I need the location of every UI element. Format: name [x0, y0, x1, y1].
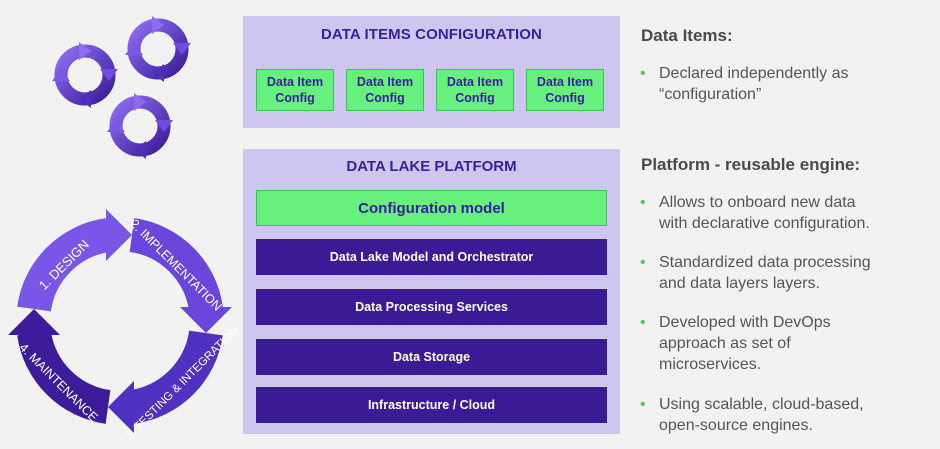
- bullet-line: open-source engines.: [659, 417, 813, 434]
- lifecycle-cycle-diagram: 1. DESIGN 2. IMPLEMENTATION 3. TESTING &…: [8, 209, 240, 442]
- data-item-config-line2: Config: [275, 91, 315, 105]
- data-item-config-line2: Config: [365, 91, 405, 105]
- small-cycle-icon: [52, 42, 118, 108]
- bullet-item: • Using scalable, cloud-based, open-sourc…: [640, 394, 940, 436]
- data-item-config-line1: Data Item: [356, 75, 414, 89]
- bullet-line: with declarative configuration.: [659, 215, 870, 232]
- bullet-line: Standardized data processing: [659, 254, 871, 271]
- data-item-config-line1: Data Item: [266, 75, 324, 89]
- bullet-item: • Developed with DevOps approach as set o…: [640, 312, 940, 375]
- bullet-dot-icon: •: [640, 65, 646, 82]
- bullet-dot-icon: •: [640, 314, 646, 331]
- layer-infrastructure: Infrastructure / Cloud: [256, 387, 607, 423]
- layer-processing-services: Data Processing Services: [256, 289, 607, 325]
- data-item-config-line2: Config: [545, 91, 585, 105]
- bullet-line: and data layers layers.: [659, 275, 820, 292]
- platform-heading: Platform - reusable engine:: [641, 155, 861, 174]
- bullet-dot-icon: •: [640, 194, 646, 211]
- bullet-line: microservices.: [659, 356, 762, 373]
- data-items-heading: Data Items:: [641, 26, 733, 45]
- bullet-line: approach as set of: [659, 335, 791, 352]
- cycle-label-testing: 3. TESTING & INTEGRATION: [123, 324, 240, 442]
- layer-orchestrator: Data Lake Model and Orchestrator: [256, 239, 607, 275]
- small-cycle-icon: [125, 16, 191, 82]
- cycle-label-implementation: 2. IMPLEMENTATION: [127, 217, 224, 314]
- bullet-line: Allows to onboard new data: [659, 194, 856, 211]
- data-lake-platform-panel: DATA LAKE PLATFORM Configuration model D…: [243, 149, 620, 434]
- bullet-dot-icon: •: [640, 254, 646, 271]
- bullet-line: Using scalable, cloud-based,: [659, 396, 864, 413]
- bullet-line: Declared independently as: [659, 65, 849, 82]
- bullet-line: “configuration”: [659, 86, 762, 103]
- bullet-line: Developed with DevOps: [659, 314, 831, 331]
- data-items-panel-title: DATA ITEMS CONFIGURATION: [321, 26, 542, 43]
- bullet-item: • Standardized data processing and data l…: [640, 252, 940, 294]
- small-cycle-icon: [107, 93, 173, 159]
- cycle-label-maintenance: 4. MAINTENANCE: [16, 340, 100, 424]
- data-item-config-line1: Data Item: [536, 75, 594, 89]
- bullet-item: • Declared independently as “configuratio…: [640, 63, 940, 105]
- layer-data-storage: Data Storage: [256, 339, 607, 375]
- data-item-config-line2: Config: [455, 91, 495, 105]
- lifecycle-graphics: 1. DESIGN 2. IMPLEMENTATION 3. TESTING &…: [8, 16, 240, 442]
- configuration-model-box: Configuration model: [256, 190, 607, 226]
- data-lake-panel-title: DATA LAKE PLATFORM: [346, 158, 517, 175]
- bullet-dot-icon: •: [640, 396, 646, 413]
- bullet-item: • Allows to onboard new data with declara…: [640, 192, 940, 234]
- data-item-config-line1: Data Item: [446, 75, 504, 89]
